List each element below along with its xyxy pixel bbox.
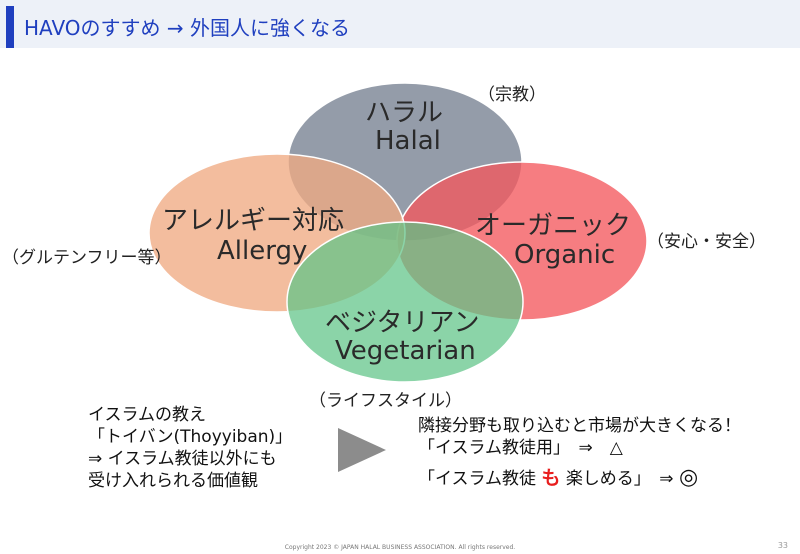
left-line-2: 「トイバン(Thoyyiban)」 xyxy=(88,427,293,447)
header-accent-bar xyxy=(6,6,14,48)
right-line-3-part-a: 「イスラム教徒 xyxy=(418,469,536,489)
right-line-2: 「イスラム教徒用」 ⇒ △ xyxy=(418,438,623,458)
vegetarian-note: （ライフスタイル） xyxy=(309,391,462,411)
page-title: HAVOのすすめ → 外国人に強くなる xyxy=(24,16,350,40)
right-line-1: 隣接分野も取り込むと市場が大きくなる！ xyxy=(418,416,741,436)
left-line-1: イスラムの教え xyxy=(88,405,206,425)
organic-label-jp: オーガニック xyxy=(475,211,632,241)
vegetarian-circle xyxy=(286,221,524,383)
copyright-footer: Copyright 2023 © JAPAN HALAL BUSINESS AS… xyxy=(284,544,516,551)
double-circle-mark: ◎ xyxy=(678,465,699,490)
header-bar: HAVOのすすめ → 外国人に強くなる xyxy=(0,0,800,48)
allergy-label-en: Allergy xyxy=(217,236,308,266)
page-number: 33 xyxy=(777,541,788,550)
right-line-3: 「イスラム教徒 も 楽しめる」 ⇒ ◎ xyxy=(418,467,741,490)
market-expansion-text: 隣接分野も取り込むと市場が大きくなる！ 「イスラム教徒用」 ⇒ △ 「イスラム教… xyxy=(418,415,741,490)
thoyyiban-explanation: イスラムの教え 「トイバン(Thoyyiban)」 ⇒ イスラム教徒以外にも 受… xyxy=(88,404,292,492)
left-line-4: 受け入れられる価値観 xyxy=(88,471,258,491)
halal-label-jp: ハラル xyxy=(365,98,444,128)
organic-note: （安心・安全） xyxy=(647,232,766,252)
halal-note: （宗教） xyxy=(478,85,546,105)
vegetarian-label-en: Vegetarian xyxy=(335,336,476,366)
halal-label-en: Halal xyxy=(375,126,441,156)
organic-label-en: Organic xyxy=(514,240,616,270)
right-line-3-part-c: 楽しめる」 ⇒ xyxy=(565,469,674,489)
right-line-3-emphasis: も xyxy=(541,467,561,489)
allergy-note: （グルテンフリー等） xyxy=(2,248,172,268)
right-triangle-arrow-icon xyxy=(338,428,386,472)
left-line-3: ⇒ イスラム教徒以外にも xyxy=(88,449,277,469)
allergy-label-jp: アレルギー対応 xyxy=(162,206,345,236)
vegetarian-label-jp: ベジタリアン xyxy=(325,308,480,338)
